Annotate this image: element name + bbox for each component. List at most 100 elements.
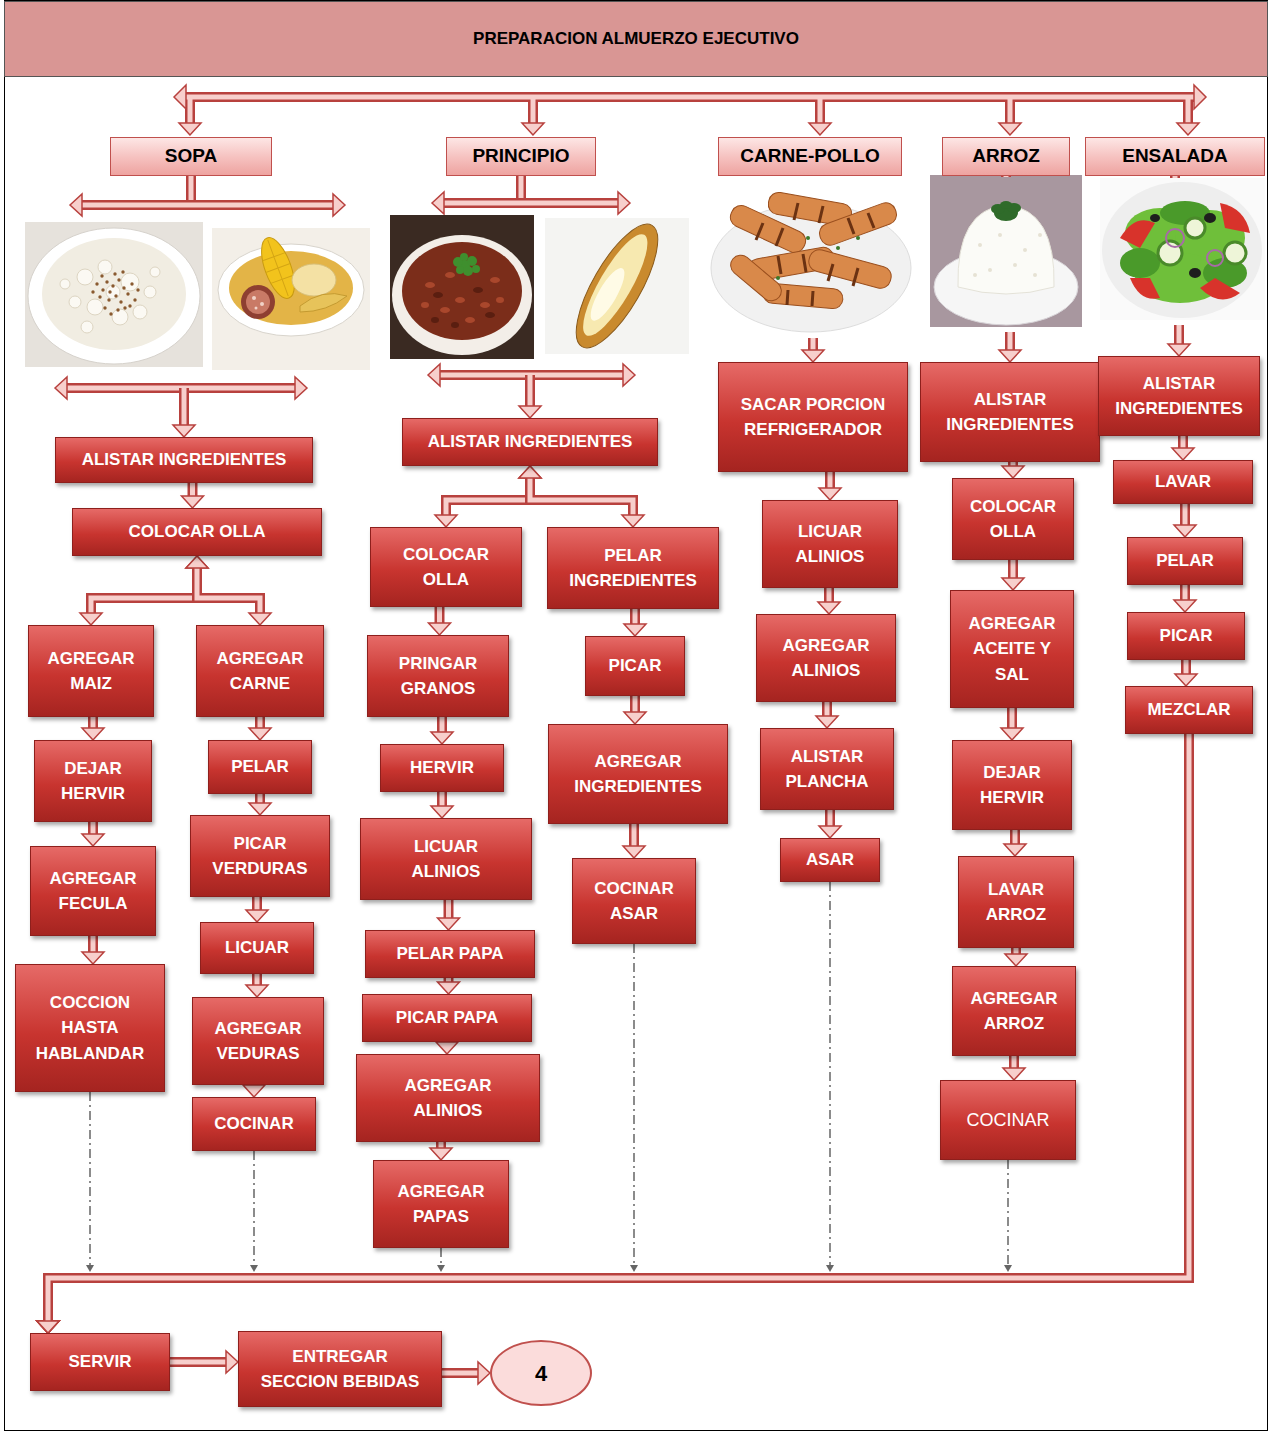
flow-arrow: [252, 974, 262, 985]
fork-arrow: [618, 192, 630, 214]
flow-arrow: [633, 944, 635, 1265]
flow-arrow: [249, 613, 271, 625]
flow-arrow: [826, 1265, 834, 1272]
flow-arrow: [1170, 176, 1180, 178]
corn-soup-photo: [109, 312, 112, 315]
node-label: AGREGAR ACEITE Y SAL: [967, 611, 1058, 688]
node-label: PELAR PAPA: [396, 941, 503, 967]
flow-arrow: [1001, 176, 1011, 177]
process-box: DEJAR HERVIR: [34, 740, 152, 822]
corn-soup-photo: [100, 274, 103, 277]
node-label: DEJAR HERVIR: [59, 756, 127, 807]
process-box: LAVAR: [1113, 460, 1253, 504]
flow-arrow: [1008, 560, 1018, 578]
flow-arrow: [1007, 708, 1017, 728]
flow-arrow: [623, 824, 645, 858]
flow-arrow: [438, 978, 460, 994]
flow-arrow: [442, 1368, 478, 1378]
node-label: ENSALADA: [1122, 142, 1228, 171]
rice-photo: [998, 233, 1002, 237]
node-label: ENTREGAR SECCION BEBIDAS: [258, 1344, 423, 1395]
node-label: MEZCLAR: [1147, 697, 1230, 723]
flow-arrow: [624, 696, 646, 724]
node-label: PICAR PAPA: [396, 1005, 498, 1031]
category-box: PRINCIPIO: [446, 137, 596, 176]
salad-photo: [1185, 218, 1205, 238]
process-box: AGREGAR CARNE: [196, 625, 324, 717]
connector-circle: 4: [490, 1340, 592, 1406]
flow-arrow: [1002, 462, 1024, 478]
flow-arrow: [829, 882, 831, 1265]
flow-arrow: [37, 1321, 59, 1333]
flow-arrow: [1168, 176, 1190, 356]
flow-arrow: [1010, 830, 1020, 844]
process-box: COLOCAR OLLA: [370, 527, 522, 607]
flow-arrow: [37, 1321, 59, 1333]
bean-soup-photo: [421, 302, 429, 308]
flow-arrow: [1013, 830, 1018, 844]
flow-arrow: [824, 588, 834, 602]
process-box: COCINAR ASAR: [572, 858, 696, 944]
node-label: PRINGAR GRANOS: [397, 651, 480, 702]
process-box: AGREGAR VEDURAS: [192, 997, 324, 1085]
flow-arrow: [1001, 708, 1023, 740]
flow-arrow: [48, 1278, 830, 1321]
corn-soup-photo: [77, 269, 93, 285]
bean-soup-photo: [431, 317, 439, 323]
grilled-chicken-photo: [807, 248, 894, 291]
bean-soup-photo: [480, 302, 490, 308]
salad-photo: [1204, 213, 1216, 223]
plantain-photo: [572, 227, 658, 343]
flow-arrow: [519, 176, 541, 418]
flow-arrow: [1005, 332, 1015, 350]
fork-arrow: [432, 192, 444, 214]
flow-arrow: [1168, 344, 1190, 356]
flow-arrow: [436, 1042, 458, 1054]
process-box: ALISTAR INGREDIENTES: [920, 362, 1100, 462]
flow-arrow: [528, 375, 533, 406]
bean-soup-photo: [390, 215, 534, 359]
plantain-photo: [545, 213, 689, 358]
flow-arrow: [516, 176, 526, 198]
process-box: ENTREGAR SECCION BEBIDAS: [238, 1331, 442, 1407]
process-box: ALISTAR INGREDIENTES: [402, 418, 658, 466]
corn-soup-photo: [108, 290, 111, 293]
node-label: PICAR: [609, 653, 662, 679]
flow-arrow: [170, 1360, 226, 1365]
flow-arrow: [431, 717, 453, 744]
flow-arrow: [819, 488, 841, 500]
corn-soup-photo: [116, 308, 119, 311]
flow-arrow: [37, 1321, 59, 1333]
process-box: SERVIR: [30, 1333, 170, 1391]
process-box: PELAR PAPA: [365, 930, 535, 978]
corn-soup-photo: [60, 260, 160, 333]
node-label: LICUAR ALINIOS: [794, 519, 867, 570]
flow-arrow: [253, 1151, 255, 1265]
bean-soup-photo: [485, 312, 495, 318]
flow-arrow: [190, 483, 195, 496]
rice-photo: [930, 175, 1082, 327]
flow-arrow: [186, 556, 271, 625]
node-label: AGREGAR FECULA: [48, 866, 139, 917]
flow-arrow: [1007, 1160, 1009, 1265]
flow-arrow: [819, 826, 841, 838]
corn-soup-photo: [91, 290, 94, 293]
node-label: COLOCAR OLLA: [968, 494, 1058, 545]
flow-arrow: [819, 472, 841, 500]
distribution-arrow: [999, 123, 1021, 135]
bean-soup-photo: [473, 287, 483, 293]
corn-soup-photo: [107, 298, 110, 301]
flow-arrow: [48, 1278, 441, 1321]
flow-arrow: [91, 568, 197, 613]
corn-soup-photo: [111, 284, 114, 287]
flow-arrow: [442, 1371, 478, 1376]
grilled-chicken-photo: [806, 236, 810, 240]
flow-arrow: [825, 472, 835, 488]
diagram-title: PREPARACION ALMUERZO EJECUTIVO: [473, 29, 799, 49]
flow-arrow: [255, 794, 265, 803]
node-label: SOPA: [165, 142, 217, 171]
sancocho-photo: [246, 290, 270, 314]
flow-arrow: [1177, 325, 1182, 344]
node-label: PICAR: [1160, 623, 1213, 649]
flow-arrow: [630, 1265, 638, 1272]
